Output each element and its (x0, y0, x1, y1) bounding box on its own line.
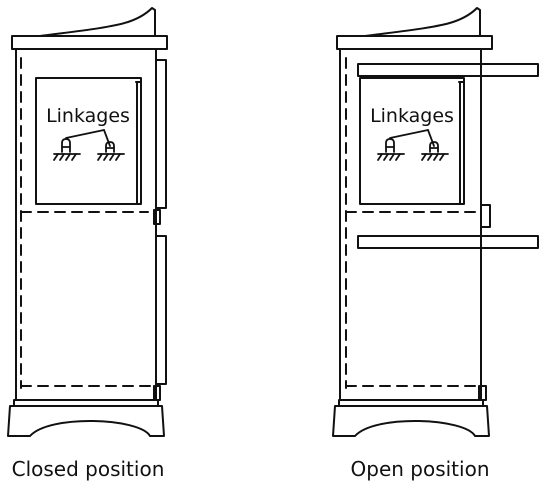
closed-caption: Closed position (12, 457, 165, 481)
open-plinth-base (332, 405, 490, 437)
open-top-cap (336, 35, 493, 50)
open-latch (480, 204, 491, 228)
closed-cabinet (7, 7, 168, 437)
open-upper-slide (357, 63, 539, 77)
closed-latch (153, 209, 161, 225)
open-crest (364, 7, 481, 37)
closed-linkage-mechanism (53, 129, 125, 161)
closed-lower-door-edge (155, 235, 167, 385)
open-cabinet (332, 7, 539, 437)
open-linkages-label: Linkages (370, 105, 454, 127)
open-caption: Open position (351, 457, 490, 481)
open-linkage-mechanism (377, 129, 449, 161)
closed-crest (39, 7, 156, 37)
closed-top-cap (11, 35, 168, 50)
closed-linkages-label: Linkages (46, 105, 130, 127)
closed-plinth-base (7, 405, 165, 437)
closed-upper-door-edge (155, 59, 167, 209)
closed-linkage-panel (35, 77, 142, 205)
open-dashed-outline (345, 57, 477, 389)
closed-dashed-outline (20, 57, 151, 389)
open-linkage-panel (359, 77, 465, 205)
open-lower-slide (357, 235, 539, 249)
